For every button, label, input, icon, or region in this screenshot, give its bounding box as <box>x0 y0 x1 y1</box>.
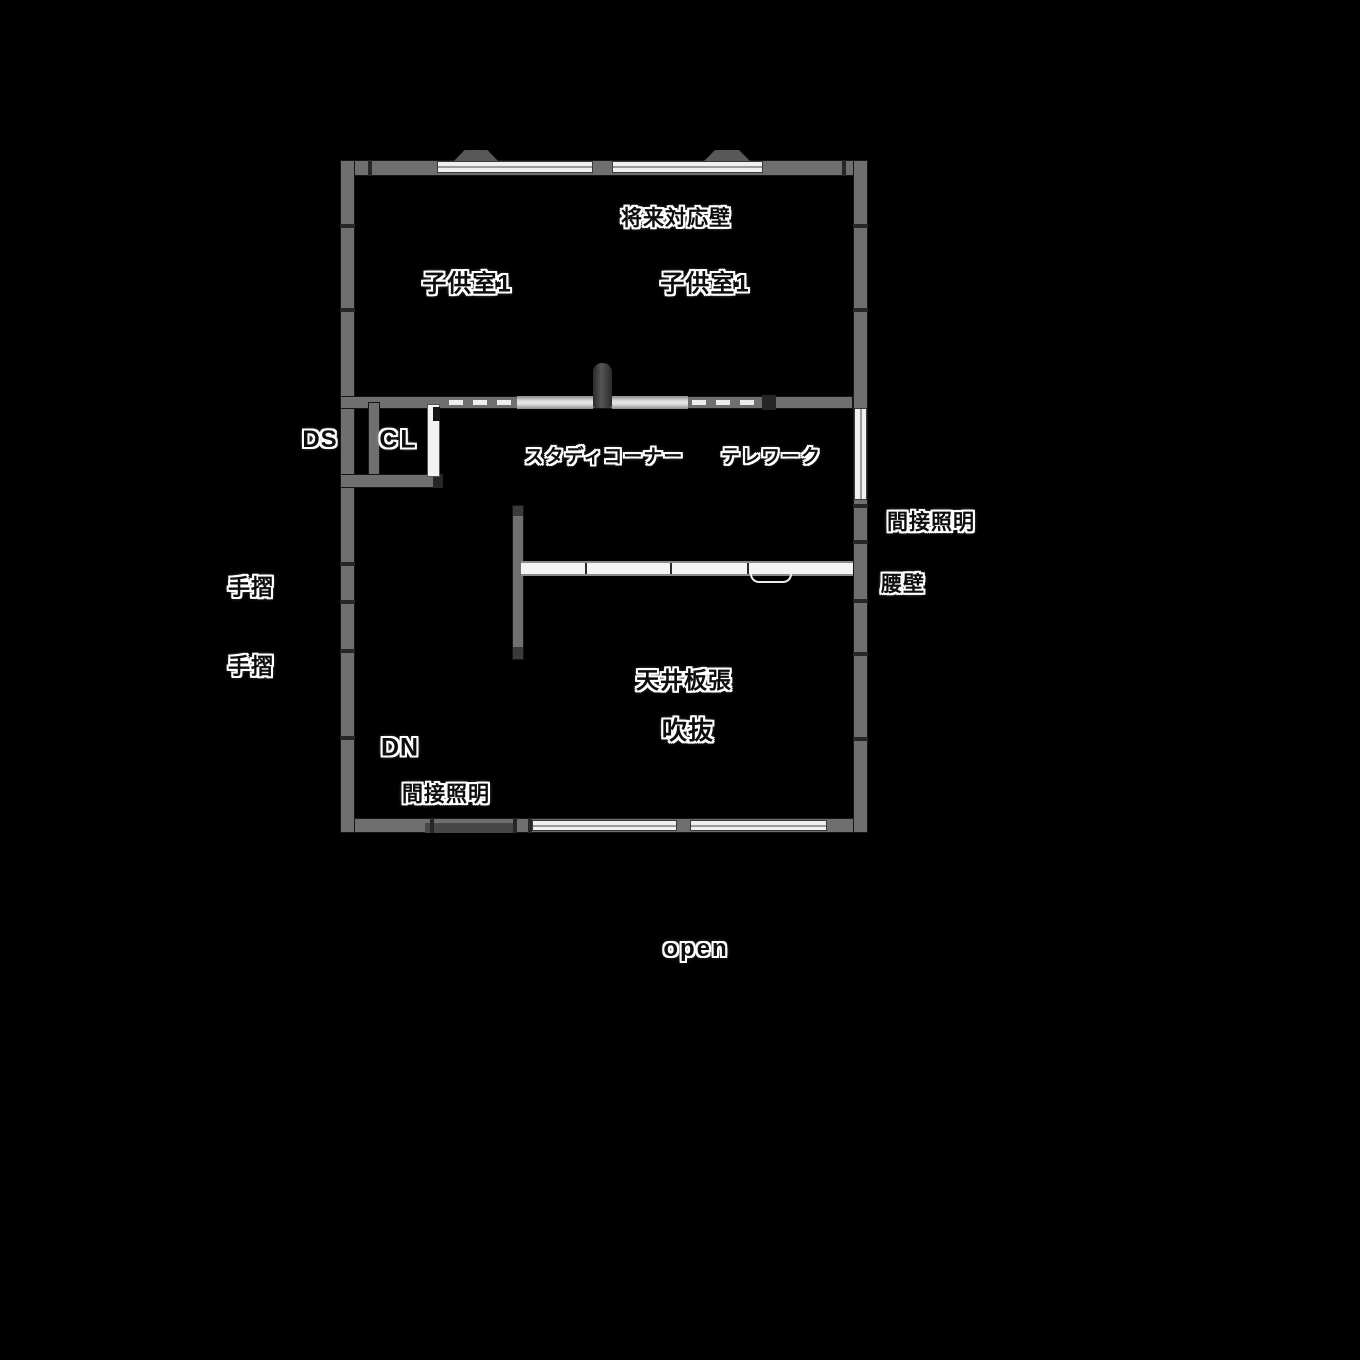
stair-wall <box>512 505 524 660</box>
wall-joint-tick <box>433 474 443 488</box>
top-wall <box>340 160 868 176</box>
label-ceiling-board: 天井板張 <box>636 667 732 693</box>
waist-wall-band <box>521 561 853 576</box>
label-void: 吹抜 <box>661 717 715 745</box>
wall-joint-tick <box>853 599 868 603</box>
closet-door-notch <box>433 407 440 421</box>
wall-joint-tick <box>513 818 517 833</box>
waist-wall-joint <box>585 563 587 574</box>
wall-joint-tick <box>340 736 355 740</box>
wall-joint-tick <box>340 649 355 653</box>
bottom-window-right <box>690 820 827 831</box>
wall-joint-tick <box>762 395 776 410</box>
wall-joint-tick <box>853 737 868 741</box>
window-vent-icon <box>453 150 499 162</box>
wall-joint-tick <box>340 562 355 566</box>
label-telework: テレワーク <box>720 446 822 468</box>
left-wall <box>340 160 355 833</box>
wall-joint-tick <box>853 504 868 508</box>
waist-wall-joint <box>747 563 749 574</box>
wall-joint-tick <box>340 224 355 228</box>
label-future-wall: 将来対応壁 <box>621 207 731 230</box>
wall-joint-tick <box>528 818 532 833</box>
right-wall-window <box>854 408 867 500</box>
label-open: open <box>663 935 729 962</box>
wall-joint-tick <box>853 224 868 228</box>
top-window-right <box>612 161 763 173</box>
waist-wall-joint <box>670 563 672 574</box>
window-vent-icon <box>703 150 751 162</box>
wall-joint-tick <box>430 818 434 833</box>
wall-joint-tick <box>853 540 868 544</box>
waist-wall-arc <box>750 574 792 583</box>
middle-wall-sliding-door-left <box>445 396 517 409</box>
middle-wall-sliding-door-right <box>688 396 762 409</box>
label-indirect-lighting-bottom: 間接照明 <box>402 783 490 806</box>
label-child-room-right: 子供室1 <box>660 270 750 298</box>
label-handrail-upper: 手摺 <box>227 575 275 600</box>
label-closet: CL <box>379 425 419 454</box>
label-child-room-left: 子供室1 <box>422 270 512 298</box>
top-window-left <box>437 161 593 173</box>
label-duct-space: DS <box>302 426 338 453</box>
wall-joint-tick <box>368 160 372 176</box>
wall-joint-tick <box>853 308 868 312</box>
middle-wall-opening-left <box>517 396 593 409</box>
wall-joint-tick <box>340 308 355 312</box>
label-handrail-lower: 手摺 <box>227 654 275 679</box>
label-stairs-down: DN <box>380 733 420 762</box>
wall-joint-tick <box>842 160 846 176</box>
wall-joint-tick <box>853 652 868 656</box>
closet-door <box>427 404 440 477</box>
label-indirect-lighting-right: 間接照明 <box>887 511 975 534</box>
bottom-wall-dark-segment <box>425 823 513 833</box>
bottom-window-left <box>532 820 677 831</box>
door-post <box>593 363 612 408</box>
middle-wall-opening-right <box>612 396 688 409</box>
wall-joint-tick <box>340 600 355 604</box>
label-study-corner: スタディコーナー <box>524 446 684 468</box>
label-waist-wall: 腰壁 <box>881 573 925 596</box>
